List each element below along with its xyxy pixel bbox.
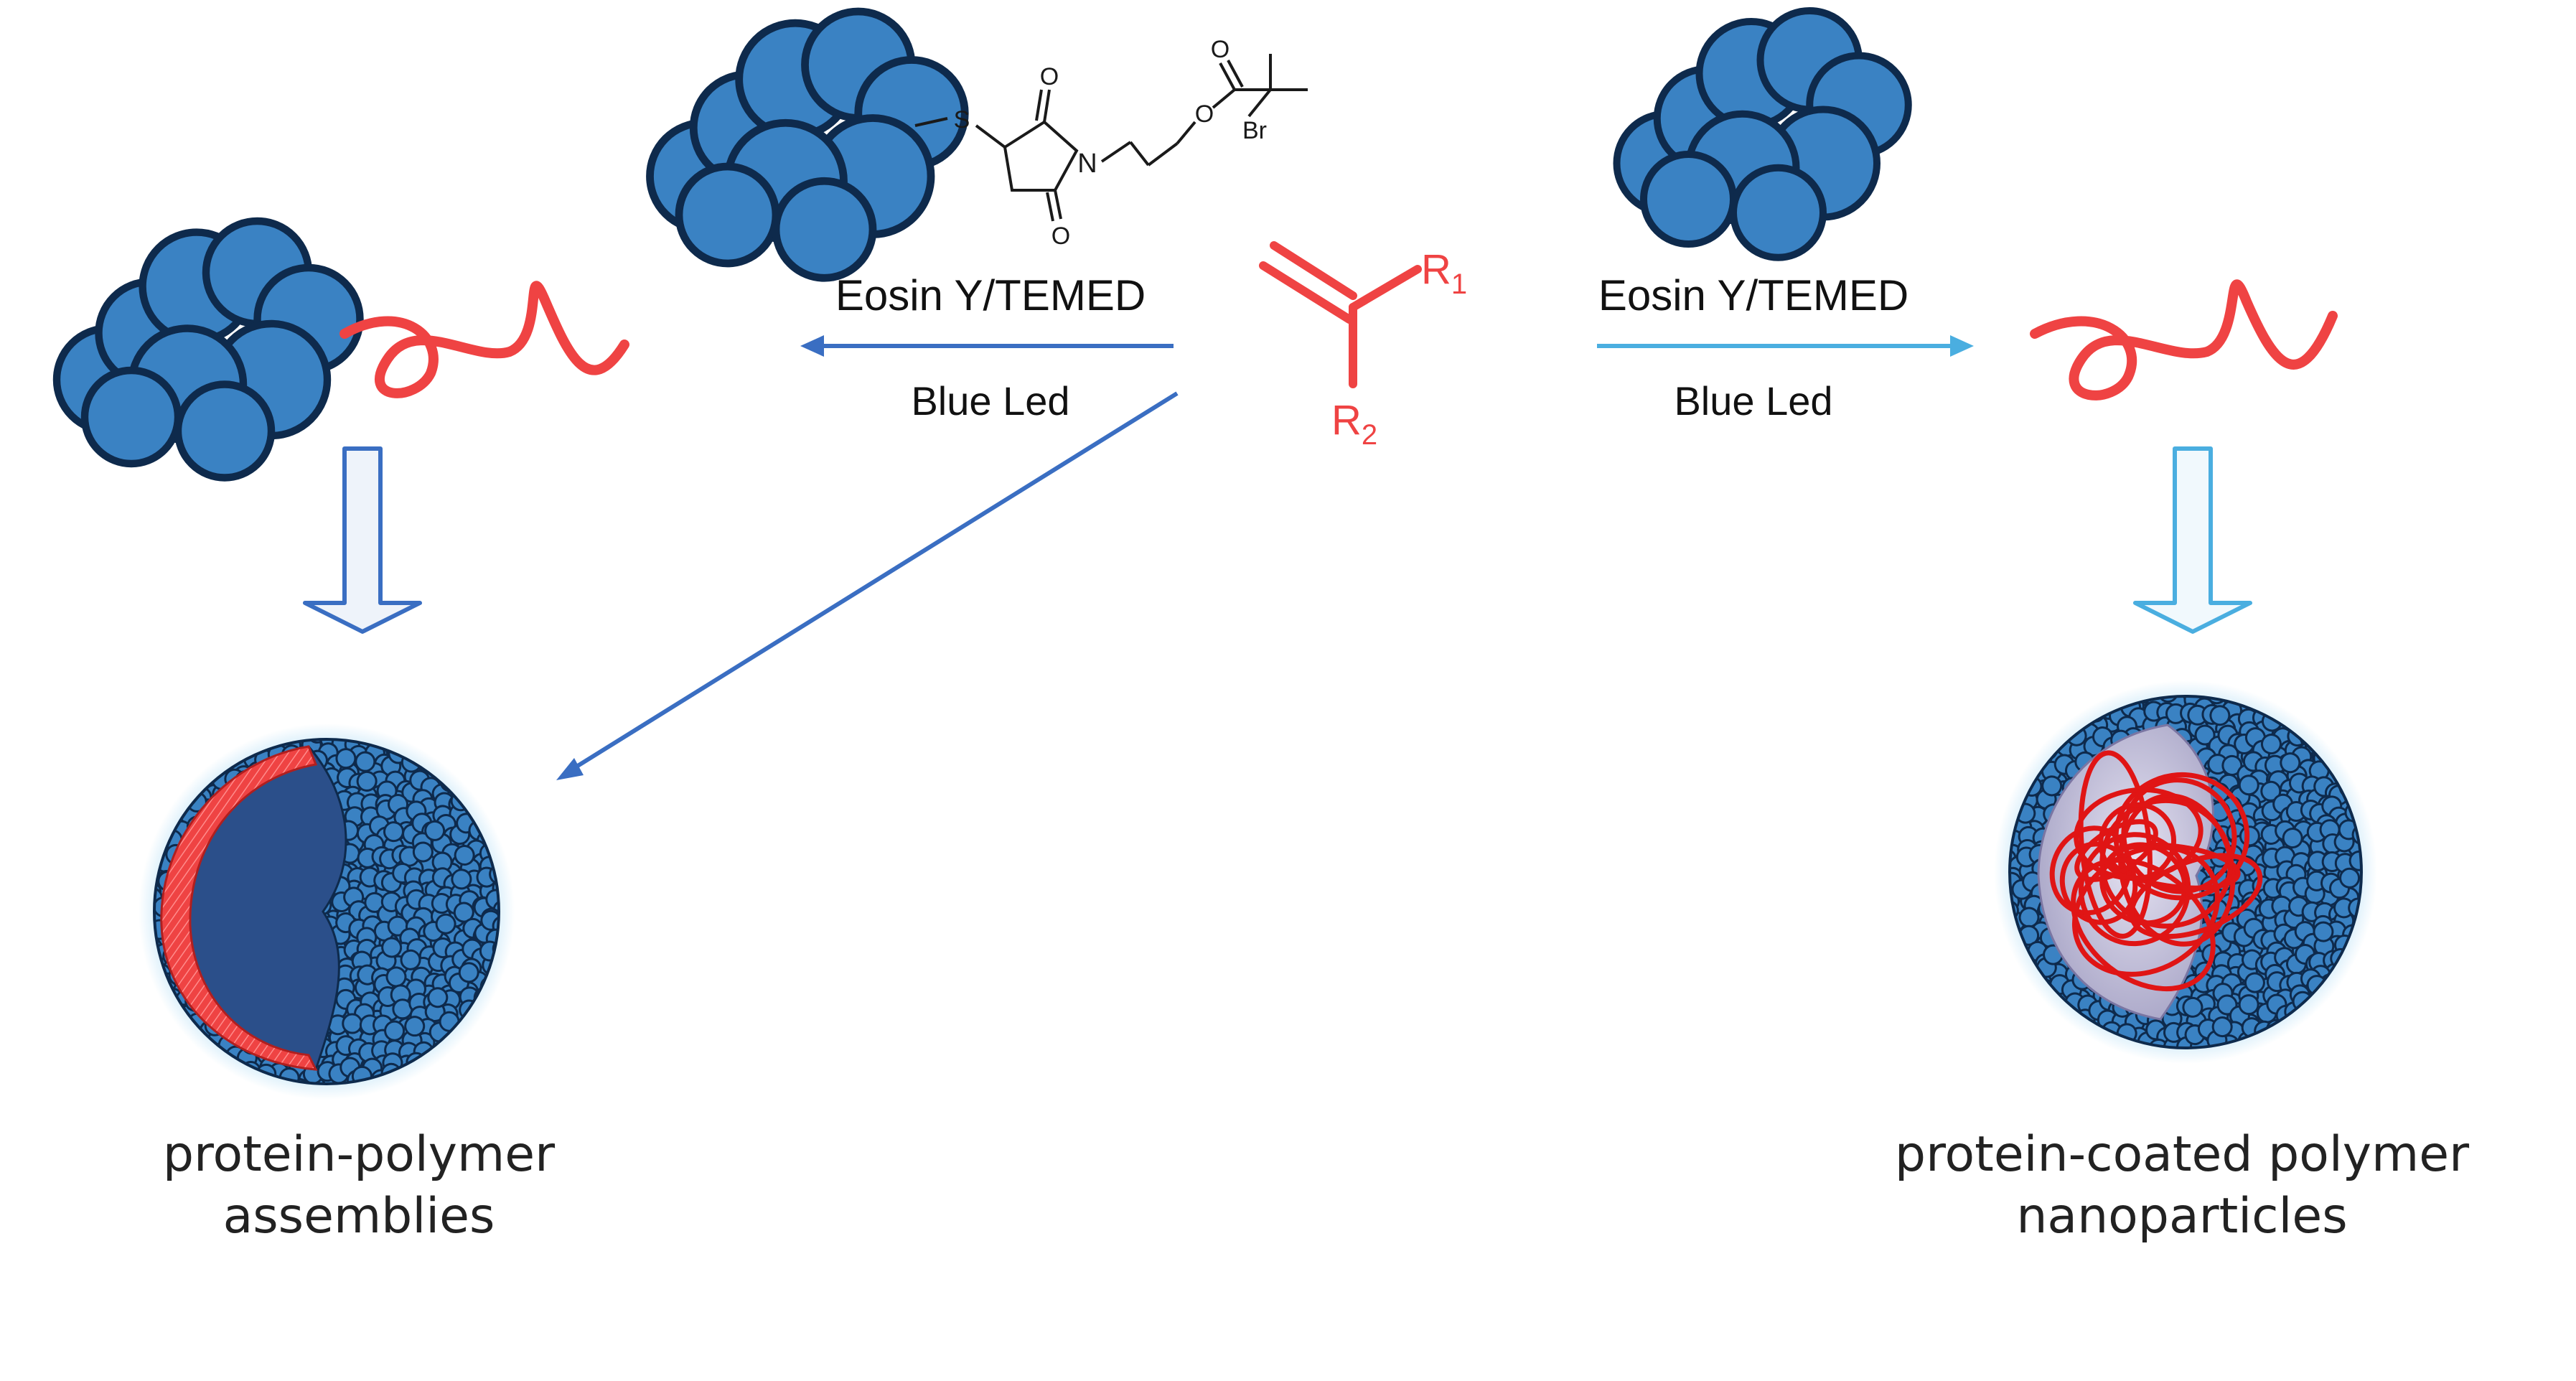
polymer-tangle	[2049, 750, 2263, 992]
reagent-right-bottom: Blue Led	[1674, 378, 1832, 423]
protein-polymer-assembly	[139, 724, 515, 1100]
arrow-right-reaction	[1597, 335, 1974, 357]
atom-sulfur: S	[954, 106, 970, 134]
protein-blob-left	[57, 221, 360, 478]
initiator-structure	[914, 54, 1308, 222]
atom-bromine: Br	[1242, 117, 1267, 144]
atom-oxygen-top: O	[1040, 63, 1059, 90]
caption-right-line1: protein-coated polymer	[1895, 1126, 2469, 1183]
protein-coated-nanoparticle	[1994, 680, 2377, 1064]
down-arrow-left	[303, 446, 422, 634]
caption-left-line2: assemblies	[223, 1188, 495, 1245]
protein-blob-right	[1617, 11, 1908, 258]
arrow-diagonal	[556, 391, 1179, 780]
arrow-left-reaction	[800, 335, 1174, 357]
atom-nitrogen: N	[1077, 149, 1097, 179]
atom-oxygen-carbonyl: O	[1211, 36, 1230, 63]
polymer-shell-band	[160, 745, 318, 1071]
atom-oxygen-ester: O	[1195, 100, 1214, 128]
reagent-left-top: Eosin Y/TEMED	[835, 271, 1146, 319]
polymer-chain-right	[2030, 279, 2338, 401]
monomer-r1: R1	[1421, 246, 1467, 300]
atom-oxygen-bottom: O	[1052, 223, 1070, 250]
caption-right-line2: nanoparticles	[2016, 1188, 2347, 1245]
reagent-right-top: Eosin Y/TEMED	[1598, 271, 1908, 319]
polymer-chain-left	[339, 281, 629, 398]
protein-polymer-conjugate	[57, 221, 629, 478]
down-arrow-right	[2133, 446, 2252, 634]
reagent-left-bottom: Blue Led	[911, 378, 1069, 423]
monomer-structure	[1259, 241, 1422, 388]
protein-initiator: S N O O O O Br	[650, 11, 1308, 278]
monomer-r2: R2	[1331, 397, 1377, 451]
caption-left-line1: protein-polymer	[163, 1126, 555, 1183]
protein-blob	[650, 11, 965, 278]
